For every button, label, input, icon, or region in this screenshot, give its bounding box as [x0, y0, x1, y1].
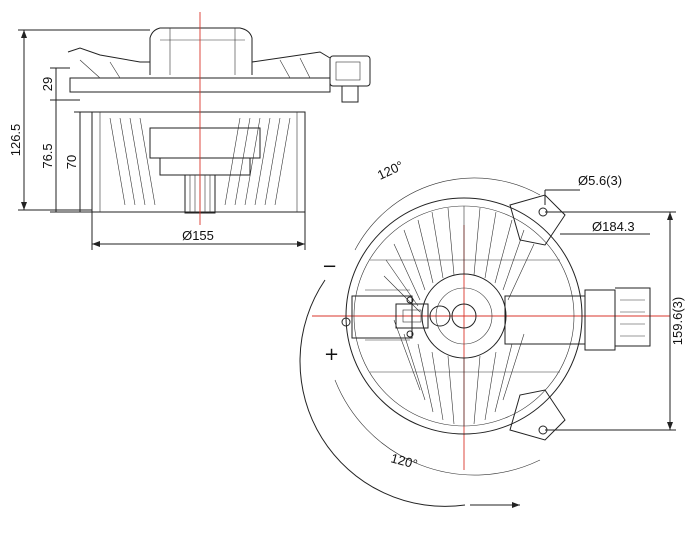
outer-diameter-label: Ø184.3 — [592, 219, 635, 234]
fan-blades-side — [109, 117, 291, 206]
dim-total-height: 126.5 — [8, 124, 23, 157]
dim-mid-height: 76.5 — [40, 143, 55, 168]
hole-diameter-label: Ø5.6(3) — [578, 173, 622, 188]
dim-fan-height: 70 — [64, 155, 79, 169]
top-view: 120° 120° Ø5.6(3) Ø184.3 159.6(3) − + — [299, 158, 685, 508]
hole-circle-label: 159.6(3) — [670, 297, 685, 345]
angle-bottom-label: 120° — [389, 450, 419, 471]
dim-diameter: Ø155 — [182, 228, 214, 243]
positive-terminal-label: + — [324, 344, 339, 365]
side-view: 126.5 29 76.5 70 Ø155 — [8, 12, 371, 250]
dim-top-height: 29 — [40, 77, 55, 91]
negative-terminal-label: − — [322, 256, 337, 277]
angle-top-label: 120° — [375, 158, 406, 183]
impeller-vanes — [365, 206, 560, 426]
